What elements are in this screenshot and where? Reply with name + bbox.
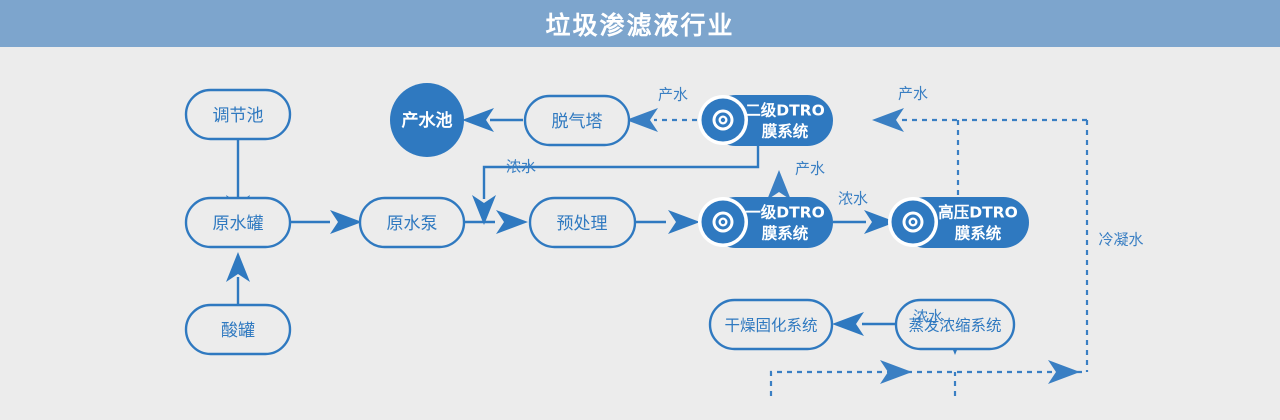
target-rings-icon bbox=[698, 197, 748, 247]
node-dtro-hp[interactable]: 高压DTRO 膜系统 bbox=[888, 197, 1029, 248]
node-label: 干燥固化系统 bbox=[724, 317, 817, 335]
arrowhead-right bbox=[1048, 360, 1080, 384]
node-yuanshuiguan[interactable]: 原水罐 bbox=[184, 196, 292, 249]
arrowhead-left bbox=[872, 108, 904, 132]
flowchart-canvas: 调节池 原水罐 酸罐 原水泵 预处理 bbox=[0, 47, 1280, 420]
edges-dotted bbox=[626, 108, 1089, 396]
node-label: 原水罐 bbox=[213, 214, 264, 234]
edge-label-nongshui-to-evap: 浓水 bbox=[913, 308, 943, 326]
node-chanshuichi[interactable]: 产水池 bbox=[390, 83, 464, 157]
node-ganzao[interactable]: 干燥固化系统 bbox=[708, 298, 834, 351]
edge-bottom-dotted-return bbox=[769, 370, 1087, 396]
node-label: 预处理 bbox=[557, 214, 608, 234]
node-label-line1: 二级DTRO bbox=[745, 101, 825, 120]
edge-nongshui-recycle bbox=[482, 142, 760, 199]
arrowhead-left bbox=[462, 108, 494, 132]
node-label-line2: 膜系统 bbox=[955, 224, 1002, 243]
node-shape bbox=[708, 298, 834, 351]
arrowhead-right bbox=[864, 210, 896, 234]
node-tiaojiechi[interactable]: 调节池 bbox=[184, 88, 292, 141]
arrowhead-up bbox=[226, 252, 250, 282]
node-label-line2: 膜系统 bbox=[762, 224, 809, 243]
arrowhead-left bbox=[832, 312, 864, 336]
node-shape bbox=[390, 83, 464, 157]
edge-labels: 产水 产水 产水 浓水 浓水 浓水 冷凝水 bbox=[506, 85, 1144, 326]
target-rings-icon bbox=[888, 197, 938, 247]
node-label: 蒸发浓缩系统 bbox=[908, 317, 1001, 335]
node-label-line2: 膜系统 bbox=[762, 122, 809, 141]
node-shape bbox=[184, 303, 292, 356]
edge-label-chanshui-top-right: 产水 bbox=[898, 85, 928, 103]
edge-label-nongshui-recycle: 浓水 bbox=[506, 158, 536, 176]
node-label-line1: 高压DTRO bbox=[938, 203, 1018, 222]
arrowhead-right bbox=[880, 360, 912, 384]
target-rings-icon bbox=[698, 95, 748, 145]
node-shape bbox=[184, 88, 292, 141]
node-label: 调节池 bbox=[213, 106, 264, 126]
node-yuanshuibeng[interactable]: 原水泵 bbox=[358, 196, 466, 249]
node-shape bbox=[523, 94, 631, 147]
page-header: 垃圾渗滤液行业 bbox=[0, 0, 1280, 47]
node-shape bbox=[894, 298, 1016, 351]
node-label: 脱气塔 bbox=[552, 112, 603, 132]
arrowhead-right bbox=[668, 210, 700, 234]
arrowhead-up bbox=[767, 170, 791, 200]
node-shape bbox=[358, 196, 466, 249]
node-label: 酸罐 bbox=[221, 321, 255, 341]
edge-label-chanshui-mid: 产水 bbox=[795, 160, 825, 178]
edge-label-nongshui-to-hp: 浓水 bbox=[838, 190, 868, 208]
node-label-line1: 一级DTRO bbox=[745, 203, 825, 222]
node-label: 产水池 bbox=[402, 110, 453, 131]
node-dtro1[interactable]: 一级DTRO 膜系统 bbox=[698, 197, 833, 248]
node-dtro2[interactable]: 二级DTRO 膜系统 bbox=[698, 95, 833, 146]
node-label: 原水泵 bbox=[387, 214, 438, 234]
edge-label-chanshui-top-left: 产水 bbox=[658, 86, 688, 104]
arrowhead-right bbox=[496, 210, 528, 234]
page-title: 垃圾渗滤液行业 bbox=[545, 10, 735, 40]
arrowhead-left bbox=[626, 108, 658, 132]
node-tuoqita[interactable]: 脱气塔 bbox=[523, 94, 631, 147]
node-shape bbox=[528, 196, 637, 249]
node-yuchuli[interactable]: 预处理 bbox=[528, 196, 637, 249]
edge-label-lengningshui: 冷凝水 bbox=[1098, 231, 1143, 249]
arrowhead-down bbox=[472, 195, 496, 225]
arrowhead-right bbox=[330, 210, 362, 234]
node-zhengfa[interactable]: 蒸发浓缩系统 bbox=[894, 298, 1016, 351]
node-shape bbox=[184, 196, 292, 249]
node-suanguan[interactable]: 酸罐 bbox=[184, 303, 292, 356]
